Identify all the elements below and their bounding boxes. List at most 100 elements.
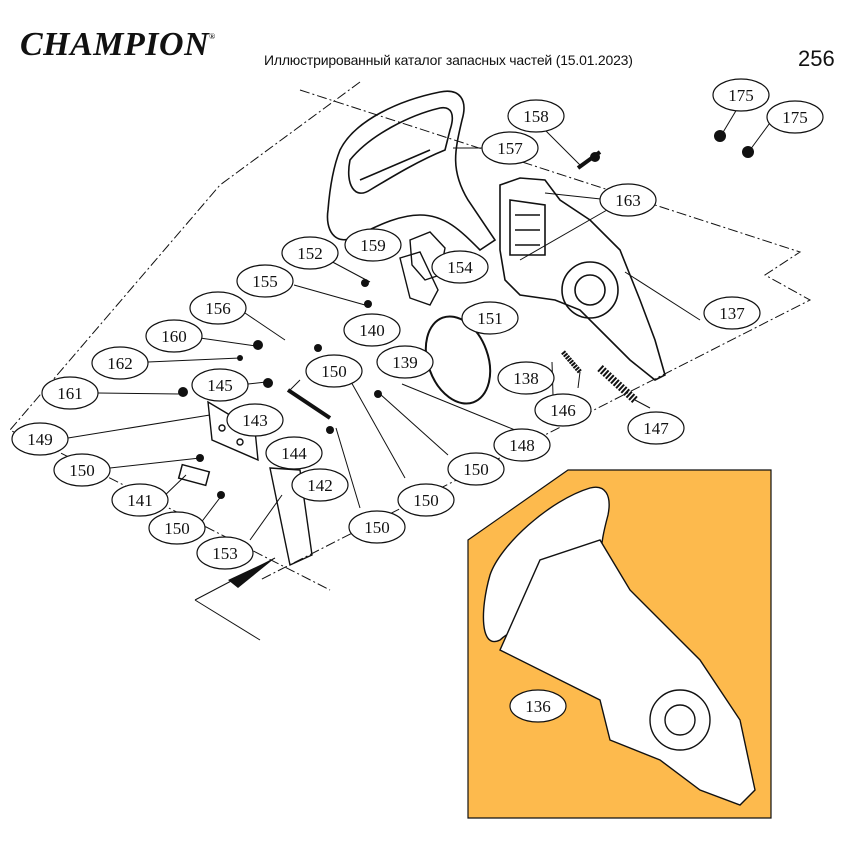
callout-label: 150 [463,460,489,479]
assembled-view-inset [467,469,772,819]
pointer-line-2 [194,599,261,641]
callout-145: 145 [191,368,249,402]
callout-bubble [627,411,685,445]
callout-label: 151 [477,309,503,328]
callout-label: 159 [360,236,386,255]
bracket-141-part [177,463,211,487]
callout-label: 156 [205,299,231,318]
callout-159: 159 [344,228,402,262]
callout-label: 153 [212,544,238,563]
callout-bubble [236,264,294,298]
callout-175: 175 [766,100,824,134]
spring-146-part [561,350,582,374]
callout-bubble [397,483,455,517]
callout-label: 154 [447,258,473,277]
callout-label: 150 [69,461,95,480]
callout-label: 140 [359,321,385,340]
callout-bubble [344,228,402,262]
callout-bubble [226,403,284,437]
callout-bubble [376,345,434,379]
chain-cover-part [499,177,666,381]
callout-156: 156 [189,291,247,325]
callout-label: 160 [161,327,187,346]
callout-bubble [599,183,657,217]
callout-140: 140 [343,313,401,347]
callout-label: 141 [127,491,153,510]
catalog-title: Иллюстрированный каталог запасных частей… [264,52,633,68]
callout-label: 150 [164,519,190,538]
callout-147: 147 [627,411,685,445]
callout-label: 139 [392,353,418,372]
champion-logo: CHAMPION® [20,26,216,64]
callout-label: 163 [615,191,641,210]
callout-label: 152 [297,244,323,263]
callout-142: 142 [291,468,349,502]
callout-bubble [148,511,206,545]
callout-label: 138 [513,369,539,388]
callout-label: 136 [525,697,551,716]
callout-144: 144 [265,436,323,470]
registered-mark: ® [209,32,216,41]
callout-139: 139 [376,345,434,379]
callout-160: 160 [145,319,203,353]
callout-bubble [53,453,111,487]
callout-153: 153 [196,536,254,570]
callout-bubble [509,689,567,723]
callout-label: 150 [321,362,347,381]
callout-label: 142 [307,476,333,495]
callout-136: 136 [509,689,567,723]
callout-label: 155 [252,272,278,291]
callout-161: 161 [41,376,99,410]
callout-bubble [291,468,349,502]
callout-label: 146 [550,401,576,420]
bolt-143-part [286,388,332,420]
front-handle-part [326,90,497,252]
direction-arrow-icon [228,558,275,588]
callout-138: 138 [497,361,555,395]
callout-label: 162 [107,354,133,373]
callout-bubble [766,100,824,134]
callout-150: 150 [447,452,505,486]
callout-157: 157 [481,131,539,165]
callout-bubble [189,291,247,325]
callout-label: 145 [207,376,233,395]
callout-bubble [191,368,249,402]
leader-lines [67,103,776,706]
callout-label: 175 [728,86,754,105]
callout-bubble [703,296,761,330]
callout-152: 152 [281,236,339,270]
callout-bubble [497,361,555,395]
callout-155: 155 [236,264,294,298]
callout-bubble [493,428,551,462]
callout-label: 157 [497,139,523,158]
callout-bubble [11,422,69,456]
page-number: 256 [798,46,835,71]
callout-bubble [348,510,406,544]
callout-label: 150 [364,518,390,537]
callout-bubble [534,393,592,427]
callout-150: 150 [348,510,406,544]
callout-bubble [712,78,770,112]
callout-bubble [265,436,323,470]
callout-175: 175 [712,78,770,112]
callout-150: 150 [148,511,206,545]
callout-label: 144 [281,444,307,463]
callout-bubble [196,536,254,570]
spring-147-part [597,365,638,403]
callout-143: 143 [226,403,284,437]
callout-bubble [431,250,489,284]
callout-137: 137 [703,296,761,330]
brand-name: CHAMPION [20,26,210,63]
callout-162: 162 [91,346,149,380]
callout-158: 158 [507,99,565,133]
pin-158-part [576,150,602,170]
callout-label: 143 [242,411,268,430]
callout-label: 158 [523,107,549,126]
callout-bubble [305,354,363,388]
callout-bubble [447,452,505,486]
callout-149: 149 [11,422,69,456]
outline-bottom [44,444,331,591]
callout-bubble [281,236,339,270]
callout-bubble [507,99,565,133]
